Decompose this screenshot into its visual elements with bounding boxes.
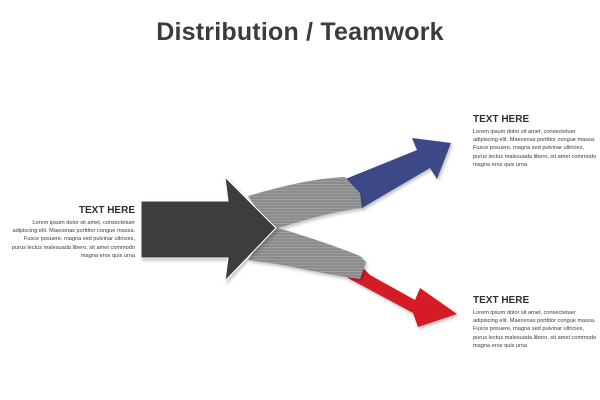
top-right-text-block: TEXT HERE Lorem ipsum dolor sit amet, co… (473, 114, 598, 169)
top-right-body: Lorem ipsum dolor sit amet, consectetuer… (473, 129, 597, 168)
bottom-right-body: Lorem ipsum dolor sit amet, consectetuer… (473, 310, 597, 349)
bottom-right-text-block: TEXT HERE Lorem ipsum dolor sit amet, co… (473, 295, 598, 350)
left-heading: TEXT HERE (78, 205, 135, 216)
top-right-heading: TEXT HERE (473, 114, 530, 125)
diagram-title: Distribution / Teamwork (156, 18, 444, 46)
split-band (248, 177, 366, 279)
bottom-right-heading: TEXT HERE (473, 295, 530, 306)
input-arrow (140, 175, 277, 283)
bottom-output-arrow (345, 250, 457, 327)
left-body: Lorem ipsum dolor sit amet, consectetuer… (11, 220, 135, 259)
left-text-block: TEXT HERE Lorem ipsum dolor sit amet, co… (10, 205, 135, 260)
top-output-arrow (343, 138, 451, 208)
